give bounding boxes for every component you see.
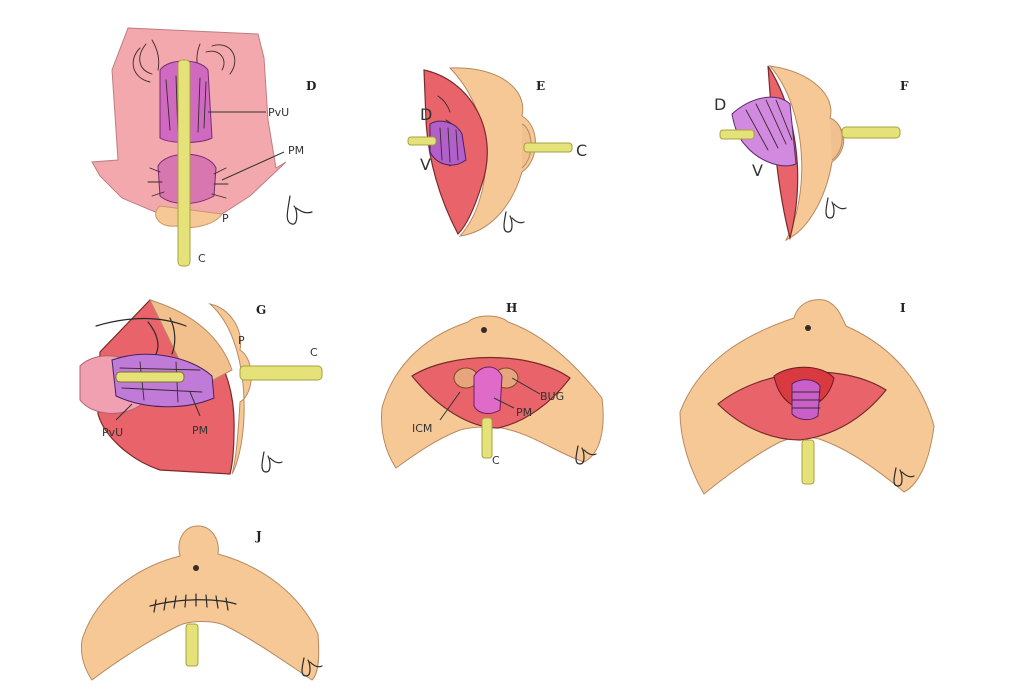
panel-h-letter: H: [506, 301, 517, 315]
panel-g: G P C PvU PM: [79, 299, 323, 475]
panel-h-label-bug: BUG: [540, 390, 564, 403]
panel-d-mucosa-folds: [165, 75, 207, 137]
panel-f-label-v: V: [752, 161, 763, 180]
panel-g-mucosa-folds: [119, 361, 203, 403]
panel-d-letter: D: [306, 79, 316, 93]
panel-e-letter: E: [536, 79, 545, 93]
panel-d-catheter: [177, 59, 191, 267]
panel-d-tissue-curl-left: [132, 39, 160, 83]
panel-j: J: [81, 525, 323, 681]
panel-g-label-pm: PM: [192, 424, 208, 437]
panel-h-signature: [575, 445, 597, 465]
panel-d-label-pvu: PvU: [268, 106, 289, 119]
panel-f-signature: [825, 197, 847, 219]
panel-g-label-pvu: PvU: [102, 426, 123, 439]
panel-h-label-icm: ICM: [412, 422, 432, 435]
panel-d-leader-pm: [221, 151, 285, 181]
panel-i-letter: I: [900, 301, 906, 315]
panel-h-label-c: C: [492, 454, 500, 467]
panel-g-skin-wedge: [149, 299, 233, 391]
panel-d-label-pm: PM: [288, 144, 304, 157]
panel-h-leader-pm: [493, 397, 515, 409]
panel-j-suture-stitches: [153, 593, 229, 613]
panel-i: I: [679, 299, 935, 495]
panel-h-anus-mark: [481, 327, 487, 333]
panel-g-signature: [261, 451, 283, 473]
panel-g-leader-pvu: [115, 403, 133, 421]
panel-f-label-d: D: [714, 95, 726, 114]
panel-e: E D V C: [407, 67, 587, 237]
panel-e-flap-texture: [437, 95, 461, 167]
panel-g-label-c: C: [310, 346, 318, 359]
panel-e-mucosa: [429, 120, 467, 166]
panel-e-mucosa-folds: [439, 127, 459, 163]
panel-d-signature: [286, 195, 313, 225]
panel-g-catheter-outer: [239, 365, 323, 381]
panel-j-suture-line: [149, 599, 237, 607]
panel-h-leader-icm: [439, 391, 461, 421]
panel-f-catheter-right: [841, 126, 901, 139]
panel-i-mucosa-folds: [791, 391, 821, 409]
panel-e-label-c: C: [576, 141, 587, 160]
panel-g-leader-pm: [189, 391, 201, 417]
panel-i-anus-mark: [805, 325, 811, 331]
panel-f-catheter-left: [719, 129, 755, 140]
panel-h: H BUG ICM PM C: [381, 301, 604, 469]
panel-f-letter: F: [900, 79, 909, 93]
panel-j-letter: J: [255, 529, 262, 543]
panel-g-label-p: P: [238, 334, 245, 347]
panel-j-skin: [81, 525, 320, 681]
panel-g-catheter-inner: [115, 371, 185, 383]
panel-g-suture-arc: [95, 317, 187, 355]
panel-j-signature: [301, 657, 323, 677]
panel-d-label-p: P: [222, 212, 229, 225]
panel-j-anus-mark: [193, 565, 199, 571]
panel-i-signature: [893, 467, 915, 487]
panel-h-catheter: [481, 417, 493, 459]
panel-g-letter: G: [256, 303, 266, 317]
panel-f-scrotal-bulge: [829, 117, 843, 161]
panel-e-signature: [503, 211, 525, 233]
panel-e-label-d: D: [420, 105, 432, 124]
panel-h-label-pm: PM: [516, 406, 532, 419]
panel-g-skin: [208, 303, 252, 475]
panel-e-label-v: V: [420, 155, 431, 174]
panel-f: F D V: [714, 65, 909, 242]
panel-f-mucosa-folds: [745, 99, 793, 151]
panel-f-skin: [768, 65, 845, 242]
panel-e-catheter-left: [407, 136, 437, 146]
panel-d-perineal-hair: [147, 167, 229, 199]
panel-j-catheter: [185, 623, 199, 667]
panel-h-leader-bug: [511, 377, 541, 395]
panel-d-label-c: C: [198, 252, 206, 265]
panel-e-catheter-right: [523, 142, 573, 153]
panel-i-catheter: [801, 439, 815, 485]
panel-d: D PvU PM P C: [91, 27, 316, 267]
panel-h-mucosa: [473, 366, 503, 414]
